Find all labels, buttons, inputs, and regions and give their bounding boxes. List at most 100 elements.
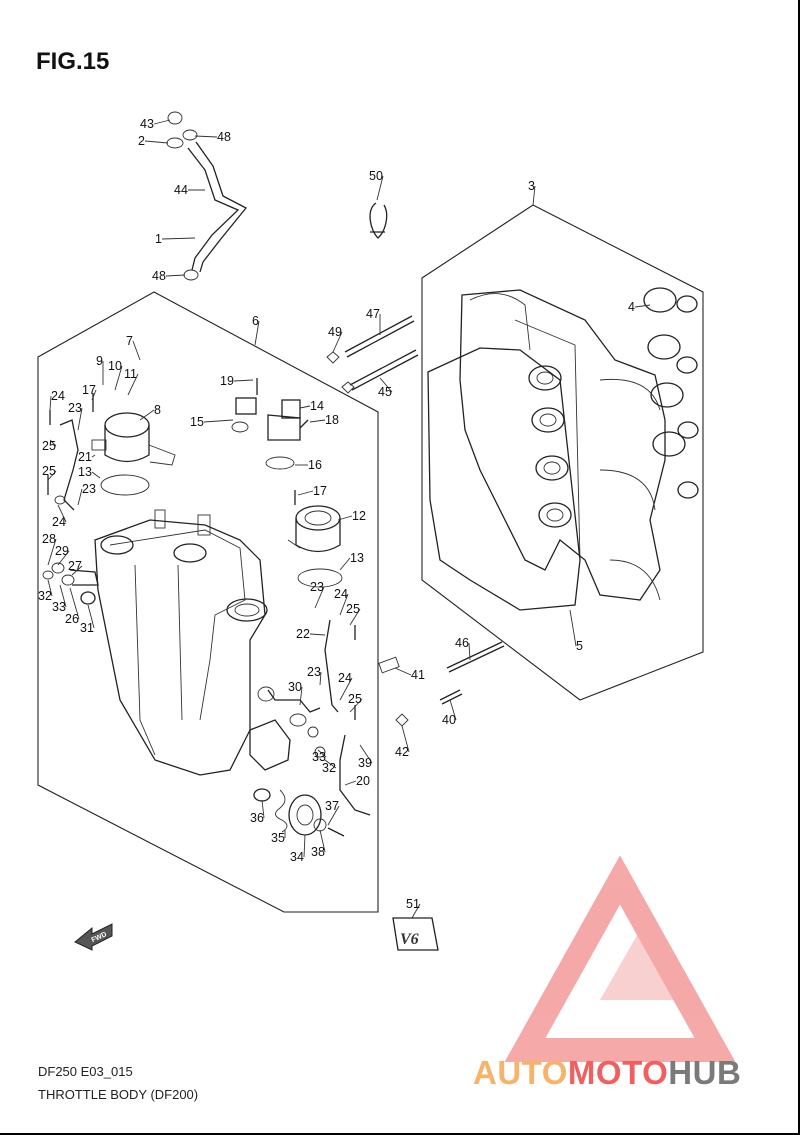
watermark-logo xyxy=(504,855,736,1062)
bolt-group xyxy=(47,378,356,720)
sensor-assembly xyxy=(231,397,301,470)
callout-27: 27 xyxy=(68,559,82,573)
leader-30 xyxy=(299,686,303,706)
leader-23 xyxy=(77,488,83,506)
leader-26 xyxy=(69,587,80,620)
leader-46 xyxy=(468,642,471,661)
callout-48: 48 xyxy=(152,269,166,283)
callout-21: 21 xyxy=(78,450,92,464)
callout-6: 6 xyxy=(252,314,259,328)
leader-40 xyxy=(449,699,457,721)
long-bolts xyxy=(326,315,419,394)
leader-3 xyxy=(532,185,536,206)
leader-14 xyxy=(299,405,311,409)
fwd-arrow: FWD xyxy=(74,923,113,951)
leader-12 xyxy=(337,515,353,521)
callout-25: 25 xyxy=(42,439,56,453)
intake-manifold-frame xyxy=(421,204,704,701)
callout-50: 50 xyxy=(369,169,383,183)
callout-10: 10 xyxy=(108,359,122,373)
callout-36: 36 xyxy=(250,811,264,825)
callout-23: 23 xyxy=(310,580,324,594)
callout-40: 40 xyxy=(442,713,456,727)
leader-23 xyxy=(77,407,83,431)
intake-manifold xyxy=(459,289,666,601)
leader-18 xyxy=(309,419,326,423)
callout-32: 32 xyxy=(322,761,336,775)
leader-39 xyxy=(359,744,373,764)
leader-24 xyxy=(339,593,349,616)
callout-29: 29 xyxy=(55,544,69,558)
callout-38: 38 xyxy=(311,845,325,859)
callout-26: 26 xyxy=(65,612,79,626)
throttle-body-frame xyxy=(37,291,379,913)
callout-28: 28 xyxy=(42,532,56,546)
bottom-edge-line xyxy=(0,1133,800,1135)
callout-32: 32 xyxy=(38,589,52,603)
diagram-name: THROTTLE BODY (DF200) xyxy=(38,1087,199,1102)
leader-4 xyxy=(634,304,651,308)
callout-13: 13 xyxy=(350,551,364,565)
leader-7 xyxy=(132,340,141,361)
callout-25: 25 xyxy=(348,692,362,706)
callout-4: 4 xyxy=(628,300,635,314)
leader-36 xyxy=(261,799,265,819)
leader-25 xyxy=(349,698,363,713)
leader-32 xyxy=(47,579,53,597)
leader-8 xyxy=(139,409,155,421)
callout-7: 7 xyxy=(126,334,133,348)
callout-18: 18 xyxy=(325,413,339,427)
callout-24: 24 xyxy=(51,389,65,403)
leader-33 xyxy=(317,749,327,758)
leader-5 xyxy=(569,609,577,647)
callout-31: 31 xyxy=(80,621,94,635)
leader-24 xyxy=(49,395,52,411)
callout-51: 51 xyxy=(406,897,420,911)
callout-43: 43 xyxy=(140,117,154,131)
callout-20: 20 xyxy=(356,774,370,788)
leader-32 xyxy=(324,759,337,769)
leader-23 xyxy=(314,586,325,609)
leader-22 xyxy=(309,633,326,636)
callout-9: 9 xyxy=(96,354,103,368)
watermark-text: AUTOMOTOHUB xyxy=(473,1054,741,1091)
leader-38 xyxy=(319,829,326,853)
leader-24 xyxy=(339,677,353,701)
leader-23 xyxy=(319,671,322,686)
throttle-linkage xyxy=(249,619,371,816)
callout-47: 47 xyxy=(366,307,380,321)
leader-1 xyxy=(161,237,196,240)
leader-19 xyxy=(233,379,254,382)
leader-33 xyxy=(59,584,67,608)
callout-35: 35 xyxy=(271,831,285,845)
throttle-body-housing xyxy=(94,509,268,776)
callout-25: 25 xyxy=(346,602,360,616)
diagram-code: DF250 E03_015 xyxy=(38,1064,133,1079)
callout-39: 39 xyxy=(358,756,372,770)
leader-28 xyxy=(47,538,57,566)
callout-12: 12 xyxy=(352,509,366,523)
callout-24: 24 xyxy=(334,587,348,601)
leader-lines xyxy=(47,119,651,919)
v6-emblem: V6 xyxy=(392,917,439,951)
hose-clip xyxy=(369,202,388,239)
callout-23: 23 xyxy=(82,482,96,496)
callout-14: 14 xyxy=(310,399,324,413)
callout-19: 19 xyxy=(220,374,234,388)
watermark-part-auto: AUTO xyxy=(473,1054,568,1091)
callout-34: 34 xyxy=(290,850,304,864)
callout-46: 46 xyxy=(455,636,469,650)
leader-45 xyxy=(379,377,393,393)
leader-27 xyxy=(71,565,83,576)
leader-25 xyxy=(47,470,57,481)
leader-43 xyxy=(153,119,171,125)
watermark-part-hub: HUB xyxy=(668,1054,741,1091)
callout-24: 24 xyxy=(52,515,66,529)
callout-41: 41 xyxy=(411,668,425,682)
callout-11: 11 xyxy=(124,367,137,381)
emblem-text: V6 xyxy=(400,931,419,948)
callout-30: 30 xyxy=(288,680,302,694)
leader-25 xyxy=(349,608,361,626)
leader-29 xyxy=(57,550,70,566)
